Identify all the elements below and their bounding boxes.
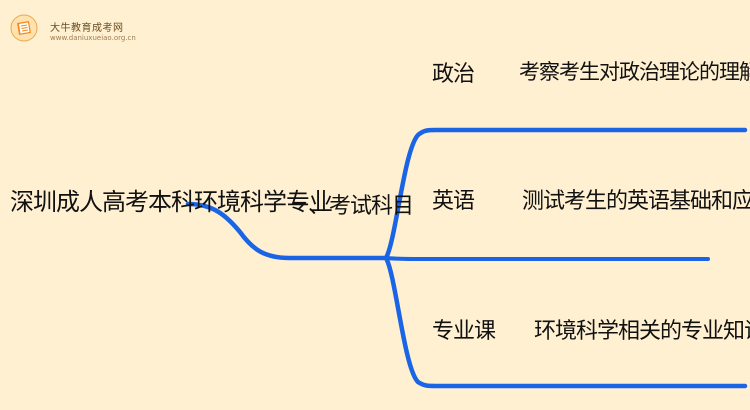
watermark-site-name: 大牛教育成考网 [50, 23, 124, 34]
subject-desc-politics: 考察考生对政治理论的理解和应用能力。 [519, 60, 750, 84]
subject-desc-english: 测试考生的英语基础和应用能力。 [522, 189, 750, 214]
level1-node-label: 一、考试科目 [287, 194, 414, 219]
site-watermark: 大牛教育成考网 www.daniuxueiao.org.cn [10, 14, 136, 44]
root-connector [185, 201, 389, 261]
subject-desc-major: 环境科学相关的专业知识，包括环境 [534, 319, 750, 344]
branch-major [383, 255, 748, 389]
branch-english [384, 256, 710, 261]
branch-politics [383, 127, 748, 261]
subject-name-major: 专业课 [432, 319, 496, 344]
subject-name-english: 英语 [432, 189, 475, 214]
watermark-url: www.daniuxueiao.org.cn [50, 34, 136, 42]
subject-name-politics: 政治 [432, 62, 475, 87]
root-node-label: 深圳成人高考本科环境科学专业 [10, 188, 333, 216]
book-logo-icon [10, 14, 38, 42]
